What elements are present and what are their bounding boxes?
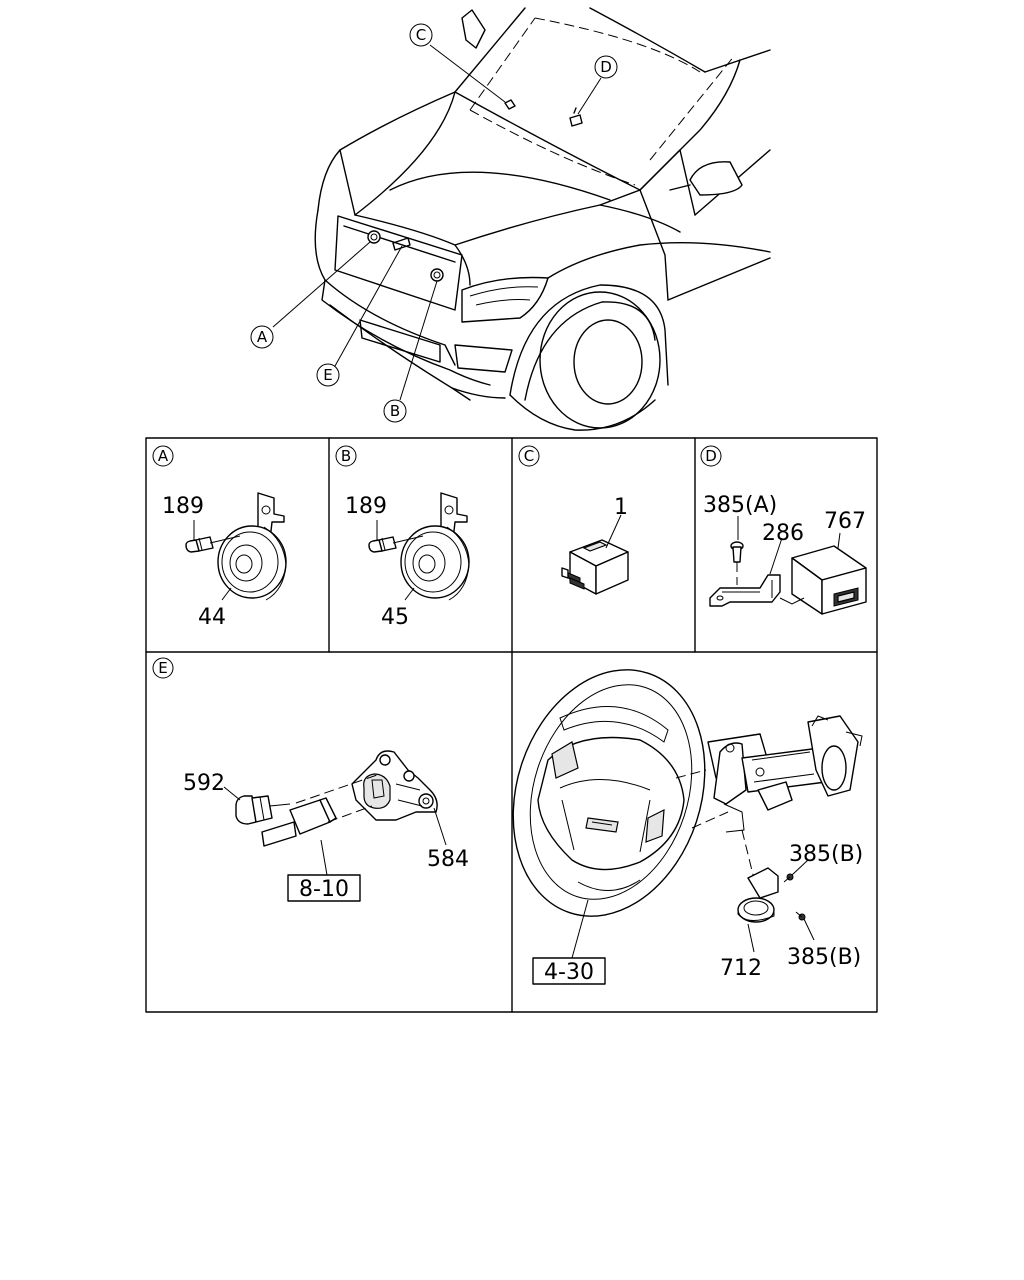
panel-D-letter: D (705, 447, 717, 465)
panel-A-letter: A (158, 447, 169, 465)
part-label-45: 45 (381, 605, 409, 630)
callout-D-letter: D (600, 58, 612, 76)
part-label-767: 767 (824, 509, 866, 534)
part-label-286: 286 (762, 521, 804, 546)
callout-B-letter: B (390, 402, 400, 420)
panel-E: E 8-10 592 584 (152, 657, 469, 902)
module-767 (791, 545, 867, 615)
panel-B-letter: B (341, 447, 351, 465)
ref-box-8-10 (287, 874, 361, 902)
part-label-592: 592 (183, 771, 225, 796)
bolt-189-b (368, 536, 397, 553)
callout-A-letter: A (257, 328, 268, 346)
relay-1 (561, 539, 629, 595)
callout-C-letter: C (416, 26, 426, 44)
bracket-assembly (351, 750, 438, 821)
panel-steering: 4-30 385(B) 712 385(B) (512, 669, 863, 985)
callout-E-letter: E (323, 366, 332, 384)
panel-E-letter: E (158, 659, 167, 677)
screw-385b-bottom (795, 911, 806, 921)
part-label-584: 584 (427, 847, 469, 872)
panel-C-letter: C (524, 447, 534, 465)
part-label-385b-bottom: 385(B) (787, 945, 861, 970)
panel-D: D 385(A) 286 767 (700, 445, 867, 615)
part-label-1: 1 (614, 495, 628, 520)
steering-wheel (512, 669, 706, 917)
part-label-189-a: 189 (162, 494, 204, 519)
panel-B: B 189 45 (335, 445, 470, 630)
bracket-286 (709, 574, 781, 607)
bolt-592 (235, 795, 273, 825)
ref-label-8-10: 8-10 (299, 877, 349, 902)
callout-D: D (594, 55, 618, 79)
connector-harness (261, 797, 337, 847)
ref-box-4-30 (532, 957, 606, 985)
horn-45 (400, 492, 470, 601)
panel-A: A 189 44 (152, 445, 287, 630)
bolt-189-a (185, 536, 214, 553)
callout-C: C (409, 23, 433, 47)
callout-A: A (250, 325, 274, 349)
screw-385b-top (783, 873, 794, 883)
callout-B: B (383, 399, 407, 423)
part-label-189-b: 189 (345, 494, 387, 519)
vehicle-callout-leaders (272, 44, 602, 401)
ref-label-4-30: 4-30 (544, 960, 594, 985)
part-label-385a: 385(A) (703, 493, 777, 518)
sensor-ring-712 (737, 867, 779, 923)
callout-E: E (316, 363, 340, 387)
part-label-44: 44 (198, 605, 226, 630)
part-label-385b-top: 385(B) (789, 842, 863, 867)
panel-C: C 1 (518, 445, 629, 595)
part-label-712: 712 (720, 956, 762, 981)
horn-44 (217, 492, 287, 601)
panel-grid (145, 437, 878, 1013)
steering-column (707, 715, 863, 833)
screw-385a (730, 541, 744, 563)
vehicle-illustration (314, 7, 771, 431)
